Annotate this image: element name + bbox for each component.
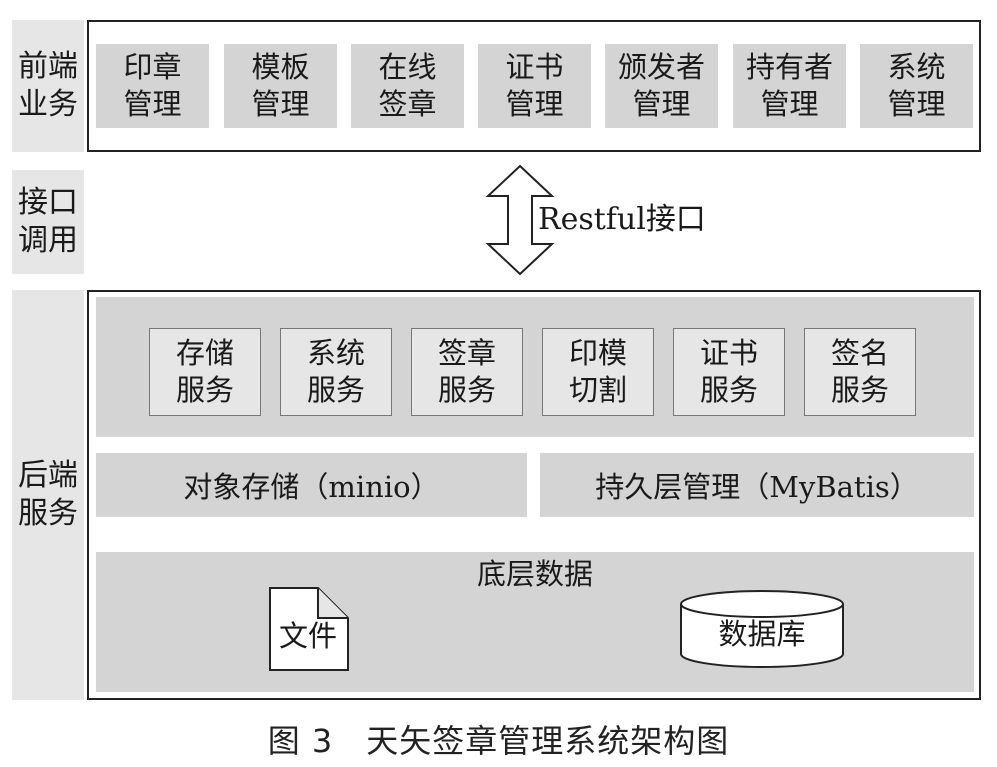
frontend-item-online-signing: 在线 签章	[351, 44, 464, 128]
service-seal-cutting: 印模 切割	[542, 328, 654, 416]
database-label: 数据库	[718, 617, 806, 651]
frontend-item-system-management: 系统 管理	[860, 44, 973, 128]
double-arrow-icon	[485, 164, 555, 276]
service-signing: 签章 服务	[411, 328, 523, 416]
backend-layer-label: 后端 服务	[12, 290, 84, 700]
data-layer-title: 底层数据	[476, 557, 593, 591]
object-storage-bar: 对象存储（minio）	[96, 453, 527, 517]
figure-caption: 图 3 天矢签章管理系统架构图	[267, 722, 730, 760]
frontend-item-issuer-management: 颁发者 管理	[605, 44, 718, 128]
services-panel: 存储 服务 系统 服务 签章 服务 印模 切割 证书 服务 签名 服务	[96, 297, 974, 437]
frontend-item-certificate-management: 证书 管理	[478, 44, 591, 128]
data-layer-panel: 底层数据 文件 数据库	[96, 552, 974, 692]
file-label: 文件	[278, 619, 337, 653]
interface-layer-label: 接口 调用	[12, 170, 84, 274]
service-system: 系统 服务	[280, 328, 392, 416]
frontend-item-seal-management: 印章 管理	[96, 44, 209, 128]
service-signature: 签名 服务	[804, 328, 916, 416]
database-icon	[680, 590, 844, 668]
interface-protocol-label: Restful接口	[538, 202, 706, 237]
backend-frame: 存储 服务 系统 服务 签章 服务 印模 切割 证书 服务 签名 服务 对象存储…	[87, 290, 981, 700]
frontend-layer-label: 前端 业务	[12, 20, 84, 152]
frontend-item-holder-management: 持有者 管理	[733, 44, 846, 128]
service-storage: 存储 服务	[149, 328, 261, 416]
service-certificate: 证书 服务	[673, 328, 785, 416]
frontend-frame: 印章 管理 模板 管理 在线 签章 证书 管理 颁发者 管理 持有者 管理 系统…	[87, 20, 981, 152]
file-icon	[269, 587, 349, 671]
persistence-layer-bar: 持久层管理（MyBatis）	[540, 453, 974, 517]
frontend-item-template-management: 模板 管理	[224, 44, 337, 128]
